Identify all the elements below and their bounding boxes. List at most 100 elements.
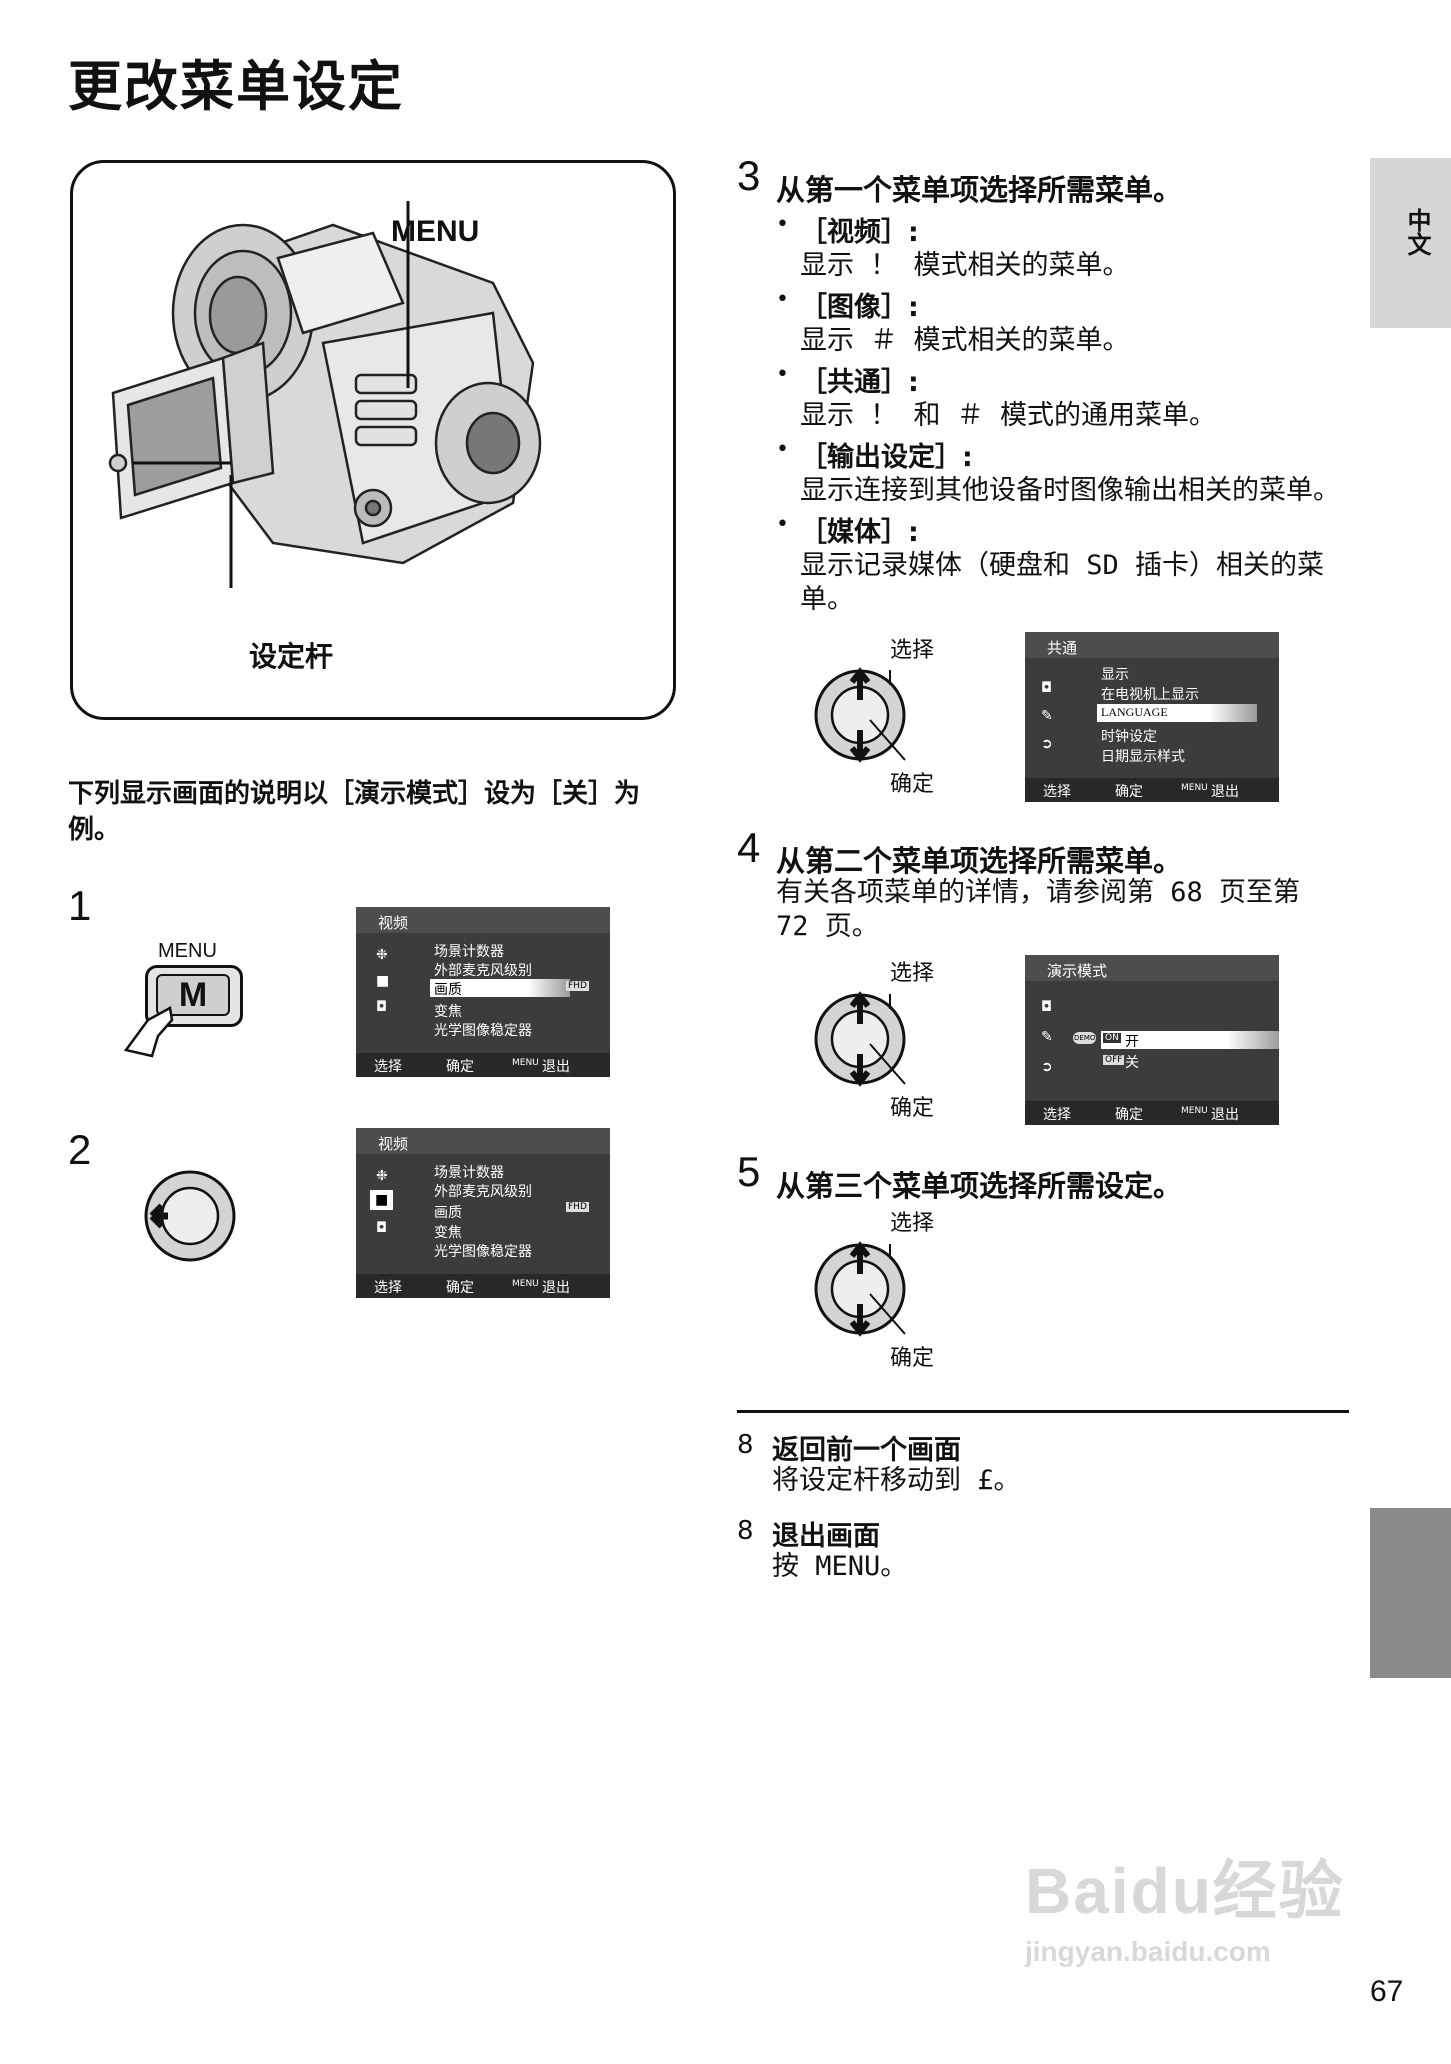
bullet-text: 显示 ＃ 模式相关的菜单。 (800, 325, 1130, 356)
scene-icon: ❉ (376, 1168, 388, 1184)
page-title: 更改菜单设定 (68, 55, 404, 118)
menu-item: 变焦 (434, 1225, 462, 1241)
camcorder-illustration (108, 201, 542, 588)
camera-icon: ◘ (376, 999, 388, 1015)
footer-menu: MENU (512, 1058, 539, 1068)
step-2-number: 2 (68, 1126, 92, 1173)
menu-item: 在电视机上显示 (1101, 687, 1199, 703)
dial-updown-icon[interactable] (810, 1234, 920, 1344)
screen-header: 演示模式 (1047, 962, 1108, 980)
footer-exit: 退出 (1211, 1107, 1239, 1123)
tools-icon: ✎ (1041, 708, 1053, 724)
bullet-text: 显示 ！ 和 ＃ 模式的通用菜单。 (800, 400, 1217, 431)
on-tag: ON (1103, 1033, 1121, 1043)
video-menu-screen-1: 视频 ❉ ■ ◘ 场景计数器 外部麦克风级别 画质 变焦 光学图像稳定器 FHD… (356, 907, 610, 1077)
footer-menu: MENU (512, 1279, 539, 1289)
note-1-number: 8 (737, 1430, 754, 1460)
note-2-text: 按 MENU。 (772, 1551, 908, 1582)
tools-icon: ✎ (1041, 1029, 1053, 1045)
section-divider (737, 1410, 1349, 1413)
page-number: 67 (1370, 1975, 1404, 2008)
menu-item: 光学图像稳定器 (434, 1023, 532, 1039)
language-tab: 中文 (1370, 158, 1451, 328)
bullet-item: • ［输出设定］: 显示连接到其他设备时图像输出相关的菜单。 (776, 435, 1346, 508)
footer-confirm: 确定 (446, 1059, 474, 1075)
dial-updown-icon[interactable] (810, 660, 920, 770)
dial-confirm-label: 确定 (890, 1346, 935, 1371)
menu-item: 场景计数器 (434, 1165, 504, 1181)
on-option: 开 (1125, 1034, 1139, 1050)
baidu-watermark: Baidu经验 jingyan.baidu.com (1025, 1840, 1345, 1968)
lever-callout-label: 设定杆 (249, 640, 334, 673)
bullet-title: ［媒体］: (800, 517, 919, 548)
off-tag: OFF (1103, 1055, 1125, 1065)
dial-select-label: 选择 (890, 638, 935, 663)
watermark-brand: Baidu经验 (1025, 1855, 1345, 1927)
note-1-title: 返回前一个画面 (772, 1435, 961, 1466)
step-5-title: 从第三个菜单项选择所需设定。 (776, 1169, 1183, 1203)
intro-text: 下列显示画面的说明以［演示模式］设为［关］为例。 (68, 779, 641, 845)
footer-select: 选择 (1043, 1107, 1071, 1123)
step-1-number: 1 (68, 882, 92, 929)
note-2-number: 8 (737, 1516, 754, 1546)
dial-select-label: 选择 (890, 961, 935, 986)
footer-exit: 退出 (1211, 784, 1239, 800)
note-1-text: 将设定杆移动到 £。 (772, 1465, 1021, 1496)
camera-icon: ◘ (376, 1220, 388, 1236)
menu-item: 光学图像稳定器 (434, 1244, 532, 1260)
footer-exit: 退出 (542, 1059, 570, 1075)
footer-menu: MENU (1181, 783, 1208, 793)
menu-item: 显示 (1101, 667, 1129, 683)
section-tab (1370, 1508, 1451, 1678)
bullet-item: • ［图像］: 显示 ＃ 模式相关的菜单。 (776, 285, 1346, 358)
video-icon: ■ (376, 973, 390, 989)
finger-press-icon (123, 1006, 174, 1058)
dial-left-icon[interactable] (140, 1166, 240, 1266)
footer-select: 选择 (374, 1280, 402, 1296)
bullet-title: ［输出设定］: (800, 442, 973, 473)
camera-icon: ◘ (1041, 999, 1053, 1015)
bullet-dot: • (776, 437, 789, 462)
bullet-title: ［共通］: (800, 367, 919, 398)
menu-highlight (1097, 704, 1257, 722)
fhd-badge: FHD (566, 1202, 589, 1212)
menu-item-selected: 画质 (434, 982, 462, 998)
scene-icon: ❉ (376, 947, 388, 963)
footer-confirm: 确定 (1115, 784, 1143, 800)
bullet-title: ［图像］: (800, 292, 919, 323)
bullet-dot: • (776, 362, 789, 387)
bullet-text: 显示 ！ 模式相关的菜单。 (800, 250, 1130, 281)
step-4-number: 4 (737, 824, 761, 871)
bullet-item: • ［媒体］: 显示记录媒体（硬盘和 SD 插卡）相关的菜单。 (776, 510, 1346, 617)
menu-highlight (430, 979, 570, 997)
demo-tag: DEMO (1073, 1032, 1097, 1044)
menu-item: 变焦 (434, 1004, 462, 1020)
off-option: 关 (1125, 1055, 1139, 1071)
camera-figure: MENU 设定杆 (70, 160, 676, 720)
menu-item: 日期显示样式 (1101, 749, 1185, 765)
watermark-url: jingyan.baidu.com (1025, 1936, 1271, 1967)
menu-callout-label: MENU (391, 215, 480, 248)
footer-select: 选择 (374, 1059, 402, 1075)
screen-header: 视频 (378, 914, 409, 932)
footer-menu: MENU (1181, 1106, 1208, 1116)
footer-confirm: 确定 (1115, 1107, 1143, 1123)
dial-confirm-label: 确定 (890, 1096, 935, 1121)
bullet-title: ［视频］: (800, 217, 919, 248)
output-icon: ➲ (1041, 736, 1053, 752)
dial-confirm-label: 确定 (890, 772, 935, 797)
video-icon-selected: ■ (370, 1190, 394, 1210)
footer-confirm: 确定 (446, 1280, 474, 1296)
language-tab-label: 中文 (1403, 208, 1431, 256)
dial-updown-icon[interactable] (810, 984, 920, 1094)
dial-select-label: 选择 (890, 1211, 935, 1236)
bullet-dot: • (776, 287, 789, 312)
menu-item: 场景计数器 (434, 944, 504, 960)
step-3-title: 从第一个菜单项选择所需菜单。 (776, 173, 1183, 207)
step-4-title: 从第二个菜单项选择所需菜单。 (776, 844, 1183, 878)
menu-item: 外部麦克风级别 (434, 1184, 532, 1200)
step-5-number: 5 (737, 1148, 761, 1195)
bullet-dot: • (776, 512, 789, 537)
bullet-text: 显示记录媒体（硬盘和 SD 插卡）相关的菜单。 (800, 550, 1325, 615)
menu-item-selected: LANGUAGE (1101, 705, 1168, 719)
